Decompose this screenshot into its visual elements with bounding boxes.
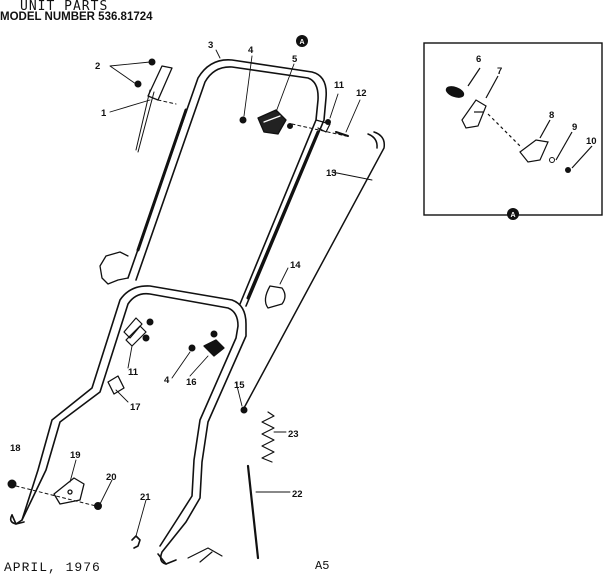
footer-date: APRIL, 1976 [4,560,101,575]
callout-21: 21 [140,492,151,503]
detail-box: A [423,42,603,220]
callout-23: 23 [288,429,299,440]
model-number: MODEL NUMBER 536.81724 [0,11,153,23]
callout-4-lower: 4 [164,375,170,386]
screw-part-2b [134,80,142,88]
callouts: 1 2 3 4 5 6 7 8 9 10 11 12 13 14 15 16 1… [10,40,597,503]
nut-part-10 [565,167,571,173]
callout-3: 3 [208,40,213,51]
spring-part-21 [131,535,141,549]
control-rod [243,131,386,409]
bracket-part-1 [135,65,173,153]
clip-part-14 [264,285,286,309]
nut-lower-a [146,318,154,326]
bracket-part-11-lower [123,317,147,347]
detail-marker-bottom: A [511,212,516,219]
diagram-title: UNIT PARTS [20,0,109,14]
bolt-part-18 [7,479,17,489]
detail-marker-top [296,35,308,47]
callout-4: 4 [248,45,254,56]
nut-lower-c [210,330,218,338]
callout-14: 14 [290,260,301,271]
switch-part-5 [257,109,287,135]
leader-18-20 [15,485,97,507]
alignment-dashes [157,99,347,137]
callout-5: 5 [292,54,298,65]
bracket-part-19 [53,477,85,505]
nut-lower-b [142,334,150,342]
spring [261,411,275,463]
nut-part-11 [325,119,331,125]
callout-16: 16 [186,377,197,388]
handle-grip-rib [136,108,320,300]
callout-17: 17 [130,402,141,413]
lower-handle [9,285,247,565]
callout-7: 7 [497,66,502,77]
rod-end [240,406,248,414]
nut-part-4-lower [188,344,196,352]
callout-22: 22 [292,489,303,500]
callout-20: 20 [106,472,117,483]
callout-19: 19 [70,450,81,461]
callout-13: 13 [326,168,337,179]
callout-11: 11 [334,80,345,91]
bracket-part-17 [107,375,125,395]
partial-part-bottom [187,547,223,563]
clamp-part-16 [203,339,225,357]
nut-part-5b [287,123,293,129]
callout-1: 1 [101,108,107,119]
bolt-part-12 [335,131,349,137]
callout-11-lower: 11 [128,367,139,378]
leader-lines [69,49,373,537]
nut-part-4 [239,116,247,124]
callout-6: 6 [476,54,481,65]
callout-12: 12 [356,88,367,99]
callout-18: 18 [10,443,21,454]
detail-marker-top-label: A [300,39,305,46]
callout-8: 8 [549,110,554,121]
cable [246,464,260,560]
callout-10: 10 [586,136,597,147]
callout-9: 9 [572,122,577,133]
washer-part-9 [549,157,555,163]
upper-handle [99,59,331,307]
footer-page-number: A5 [315,559,330,573]
callout-2: 2 [95,61,100,72]
callout-15: 15 [234,380,245,391]
